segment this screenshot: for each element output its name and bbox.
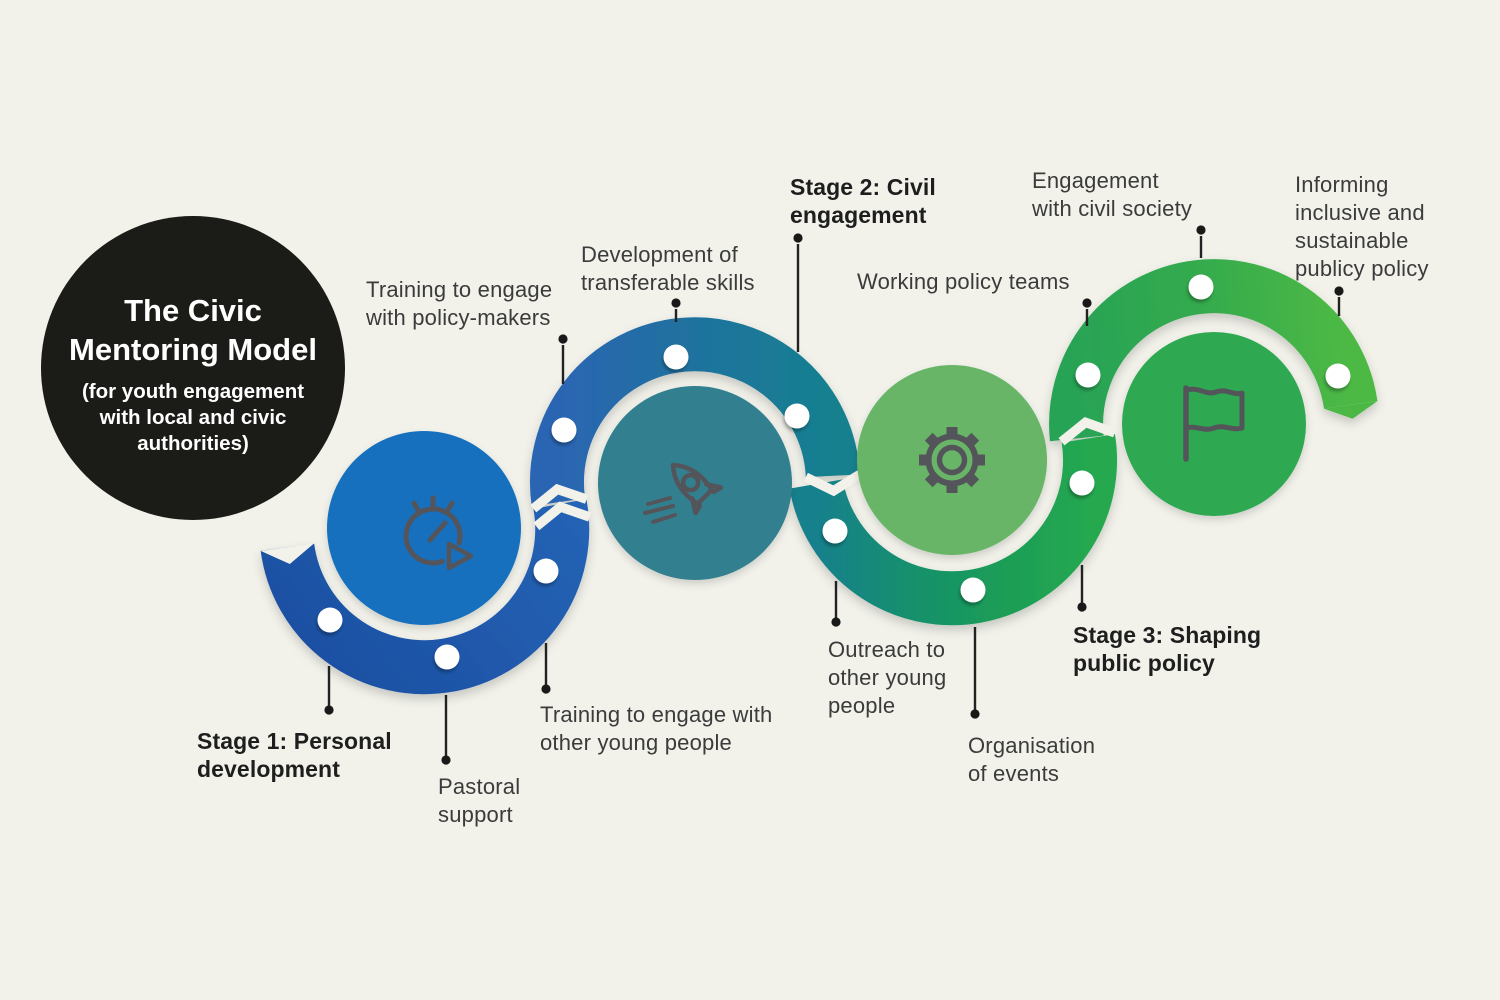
diagram-subtitle: (for youth engagement with local and civ… bbox=[81, 380, 305, 455]
ribbon-start-notch bbox=[260, 543, 315, 564]
stage2-disc bbox=[598, 386, 792, 580]
stage4-disc bbox=[1122, 332, 1306, 516]
stage3-disc bbox=[857, 365, 1047, 555]
label-stage1: Stage 1: Personal development bbox=[197, 728, 392, 782]
connector-training-policy-makers bbox=[558, 334, 568, 384]
node-dot bbox=[663, 344, 689, 370]
stage1-disc bbox=[327, 431, 521, 625]
connector-training-young-people bbox=[541, 643, 551, 694]
label-training-young-people: Training to engage with other young peop… bbox=[540, 702, 773, 755]
node-dot bbox=[551, 417, 577, 443]
gear-icon bbox=[919, 427, 985, 493]
joint-chevron bbox=[533, 501, 592, 531]
label-stage2: Stage 2: Civil engagement bbox=[790, 174, 936, 228]
node-dot bbox=[434, 644, 460, 670]
connector-outreach bbox=[831, 581, 841, 627]
node-dot bbox=[1075, 362, 1101, 388]
joint-chevron bbox=[1058, 417, 1117, 446]
label-stage3: Stage 3: Shaping public policy bbox=[1073, 622, 1262, 676]
connectors bbox=[324, 225, 1344, 765]
label-engagement-civil-society: Engagement with civil society bbox=[1032, 168, 1193, 221]
label-pastoral-support: Pastoral support bbox=[438, 774, 521, 827]
label-informing-policy: Informing inclusive and sustainable publ… bbox=[1295, 172, 1429, 281]
label-training-policy-makers: Training to engage with policy-makers bbox=[366, 277, 553, 330]
connector-stage2 bbox=[793, 233, 803, 352]
connector-engagement-civil-society bbox=[1196, 225, 1206, 258]
connector-organisation-events bbox=[970, 627, 980, 719]
connector-stage1 bbox=[324, 666, 334, 715]
label-working-policy-teams: Working policy teams bbox=[857, 269, 1070, 294]
rocket-icon bbox=[643, 462, 724, 524]
node-dot bbox=[533, 558, 559, 584]
label-development-skills: Development of transferable skills bbox=[581, 242, 755, 295]
flag-icon bbox=[1183, 385, 1245, 462]
connector-working-policy-teams bbox=[1082, 298, 1092, 326]
connector-informing-policy bbox=[1334, 286, 1344, 316]
label-organisation-events: Organisation of events bbox=[968, 733, 1096, 786]
stopwatch-icon bbox=[403, 495, 474, 571]
joint-chevron bbox=[803, 470, 863, 497]
node-dot bbox=[1188, 274, 1214, 300]
title-circle: The Civic Mentoring Model (for youth eng… bbox=[41, 216, 345, 520]
node-dot bbox=[960, 577, 986, 603]
node-dot bbox=[1069, 470, 1095, 496]
label-outreach: Outreach to other young people bbox=[828, 637, 947, 718]
stage-discs bbox=[327, 332, 1306, 625]
joint-chevron bbox=[530, 483, 589, 513]
diagram-title: The Civic Mentoring Model bbox=[69, 293, 317, 367]
connector-pastoral-support bbox=[441, 695, 451, 765]
ribbon-end-tip bbox=[1323, 401, 1378, 419]
node-dot bbox=[822, 518, 848, 544]
connector-development-skills bbox=[671, 298, 681, 322]
node-dot bbox=[1325, 363, 1351, 389]
path-node-dots bbox=[317, 274, 1351, 670]
node-dot bbox=[317, 607, 343, 633]
connector-stage3 bbox=[1077, 565, 1087, 612]
ribbon-joints bbox=[260, 417, 1117, 564]
node-dot bbox=[784, 403, 810, 429]
